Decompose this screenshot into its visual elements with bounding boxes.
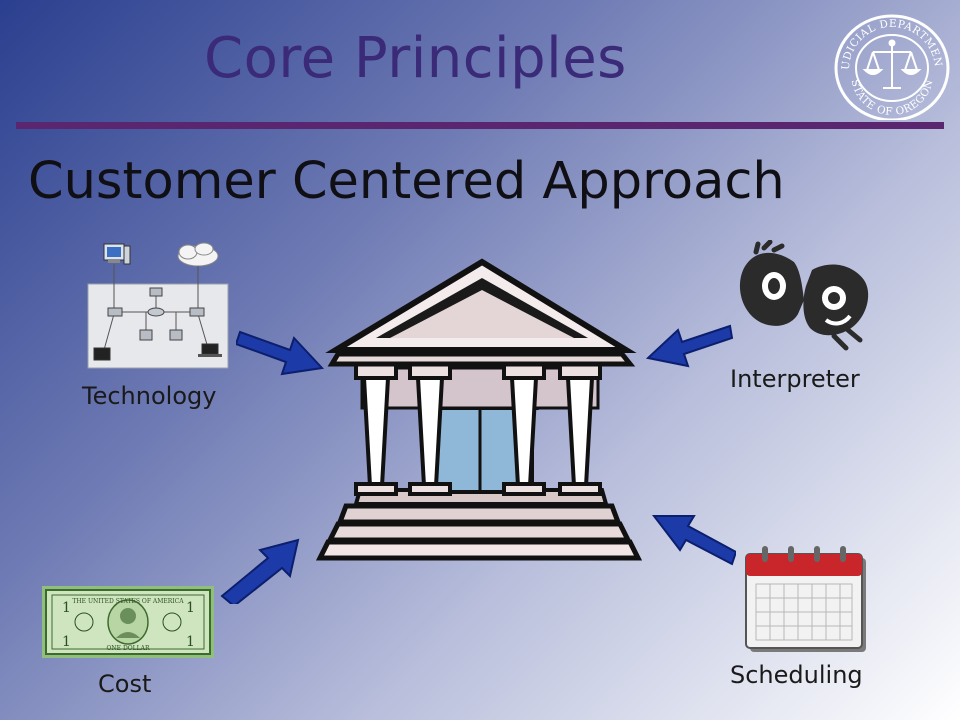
arrow-icon — [651, 515, 736, 566]
title-divider — [16, 122, 944, 129]
slide-subtitle: Customer Centered Approach — [28, 152, 785, 211]
label-technology: Technology — [82, 382, 217, 410]
label-interpreter: Interpreter — [730, 365, 860, 393]
label-scheduling: Scheduling — [730, 661, 863, 689]
courthouse-icon — [316, 258, 642, 561]
slide-title: Core Principles — [204, 26, 627, 91]
arrow-icon — [236, 330, 325, 376]
seal-icon: JUDICIAL DEPARTMENT STATE OF OREGON — [833, 12, 950, 120]
svg-text:THE UNITED STATES OF AMERICA: THE UNITED STATES OF AMERICA — [72, 598, 184, 605]
svg-text:1: 1 — [62, 600, 71, 616]
svg-text:1: 1 — [62, 634, 71, 650]
svg-text:ONE DOLLAR: ONE DOLLAR — [106, 645, 149, 652]
dollar-bill-icon: THE UNITED STATES OF AMERICA ONE DOLLAR … — [42, 586, 214, 658]
svg-text:1: 1 — [186, 600, 195, 616]
label-cost: Cost — [98, 670, 152, 698]
arrow-icon — [645, 324, 734, 368]
network-diagram-icon — [87, 242, 229, 369]
sign-language-hands-icon — [739, 240, 869, 351]
calendar-icon — [745, 546, 866, 652]
arrow-icon — [220, 538, 300, 604]
svg-text:1: 1 — [186, 634, 195, 650]
